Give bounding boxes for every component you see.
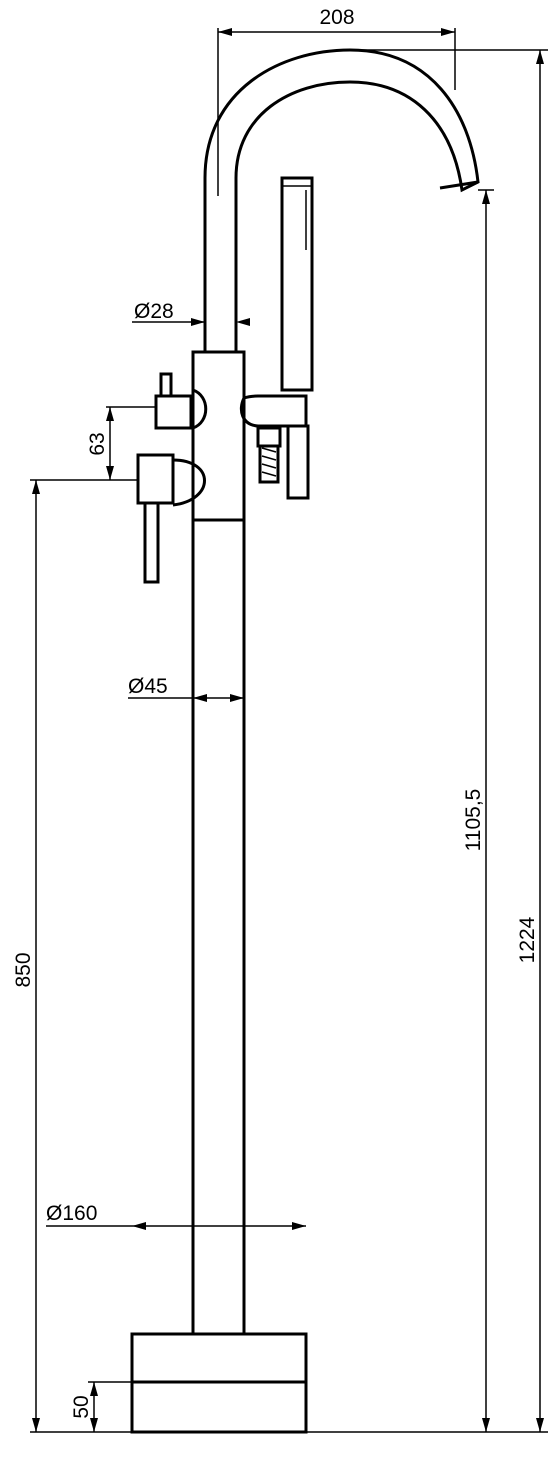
dim-label-total-height: 1224 <box>516 916 539 963</box>
dim-label-handle-height: 850 <box>12 952 35 987</box>
diverter-connector <box>239 394 308 428</box>
spout-curve <box>203 48 480 193</box>
dim-label-spout-reach: 208 <box>319 6 354 29</box>
dim-label-base-diameter: Ø160 <box>46 1202 97 1225</box>
upper-handle-stem <box>159 372 173 398</box>
dim-label-handle-spacing: 63 <box>86 432 109 455</box>
dim-label-spout-diameter: Ø28 <box>134 300 174 323</box>
main-column <box>191 518 246 1336</box>
mixer-body <box>191 350 246 522</box>
dimension-labels: 208 Ø28 63 Ø45 850 1105,5 1224 Ø160 50 <box>12 6 539 1419</box>
faucet-outline <box>130 48 480 1434</box>
base-collar <box>130 1332 308 1384</box>
lower-handle-lever <box>143 501 160 584</box>
spout-tip <box>439 180 479 190</box>
lower-handle-body <box>136 453 175 505</box>
hose-tail <box>258 444 280 484</box>
lower-valve-bulge <box>172 458 206 507</box>
dimension-lines <box>30 28 548 1433</box>
dim-label-spout-outlet-height: 1105,5 <box>462 789 485 852</box>
upper-valve-bulge <box>192 388 208 430</box>
hand-shower <box>280 176 314 392</box>
hose-thread <box>261 447 277 477</box>
dim-label-base-height: 50 <box>70 1395 93 1418</box>
upper-handle-body <box>154 394 193 430</box>
hose-pipe <box>286 424 310 500</box>
hose-nut <box>256 426 282 448</box>
base-plate <box>130 1380 308 1434</box>
dim-label-body-diameter: Ø45 <box>128 675 168 698</box>
